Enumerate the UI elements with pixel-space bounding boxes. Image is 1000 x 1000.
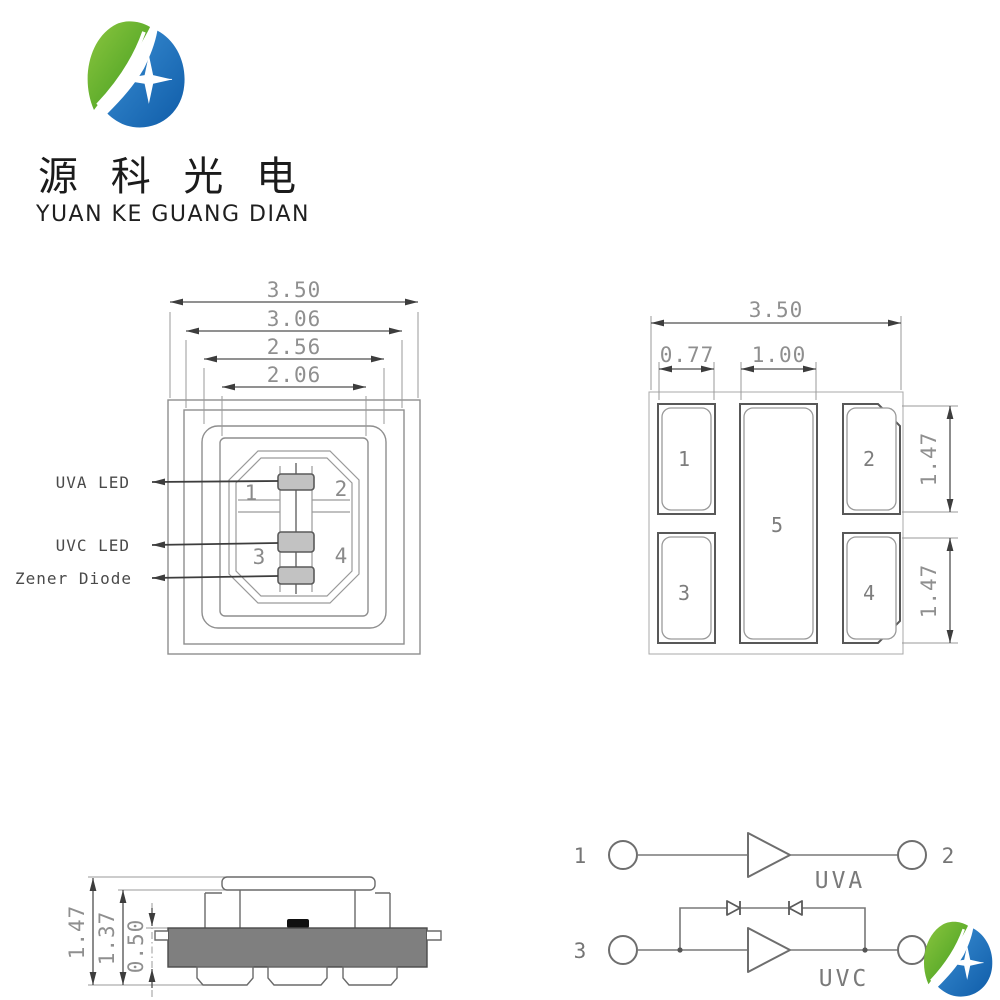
pin-2-terminal — [897, 840, 927, 870]
dim-label: 3.06 — [267, 307, 322, 331]
pad-layout-drawing: 1 3 5 2 4 3.50 0.77 1.0 — [648, 298, 958, 655]
pad-3-number: 3 — [678, 581, 690, 605]
dim-pad2-1p47: 1.47 — [902, 405, 958, 513]
top-view-drawing: 3.50 3.06 2.56 2.06 — [15, 278, 421, 655]
uvc-led-die — [277, 531, 315, 553]
callout-label-uva: UVA LED — [56, 473, 130, 492]
side-view-drawing: 1.47 1.37 0.50 — [65, 876, 442, 998]
zener-bypass-wire — [679, 907, 866, 950]
dim-pad-1p00: 1.00 — [740, 343, 817, 400]
pad-4-number: 4 — [863, 581, 875, 605]
dim-label: 1.47 — [917, 564, 941, 619]
pin-2-label: 2 — [942, 844, 955, 868]
dim-pad-3p50: 3.50 — [650, 298, 902, 390]
cavity-outline-2p06 — [219, 437, 369, 617]
cavity-octagon-inner — [235, 457, 353, 597]
zone-number-1: 1 — [245, 481, 258, 505]
callout-uvc-led: UVC LED — [56, 536, 279, 555]
dim-label: 3.50 — [267, 278, 322, 302]
dim-pad4-1p47: 1.47 — [902, 537, 958, 644]
dim-top-3p50: 3.50 — [169, 278, 419, 398]
dim-top-2p56: 2.56 — [203, 335, 385, 424]
dim-label: 0.77 — [660, 343, 715, 367]
junction-dot — [677, 947, 683, 953]
uva-led-die — [277, 473, 315, 491]
zener-diode-symbol-right — [726, 900, 741, 916]
brand-name-cn: 源 科 光 电 — [38, 154, 306, 200]
cavity-octagon-outer — [228, 450, 360, 604]
junction-dot — [862, 947, 868, 953]
glass-lid — [221, 876, 376, 891]
dim-top-2p06: 2.06 — [221, 363, 367, 436]
dim-label: 3.50 — [749, 298, 804, 322]
pin-4-terminal — [897, 935, 927, 965]
circuit-diagram: 1 2 UVA 3 — [574, 832, 955, 992]
package-outline-3p06 — [183, 409, 405, 645]
watermark-logo-icon — [922, 920, 994, 998]
circuit-uva-branch: 1 2 UVA — [574, 832, 955, 894]
solder-foot-right — [342, 966, 398, 986]
dim-pad-0p77: 0.77 — [658, 343, 715, 400]
brand-name-en: YUAN KE GUANG DIAN — [35, 202, 310, 227]
pad-1-number: 1 — [678, 447, 690, 471]
zone-number-3: 3 — [253, 545, 266, 569]
pad-5-number: 5 — [771, 513, 783, 537]
callout-label-uvc: UVC LED — [56, 536, 130, 555]
circuit-uvc-branch: 3 UVC — [574, 900, 927, 992]
zone-number-2: 2 — [335, 477, 348, 501]
solder-foot-center — [267, 966, 328, 986]
footprint-outline — [648, 391, 904, 655]
dim-side-1p47: 1.47 — [65, 878, 97, 985]
brand-block: 源 科 光 电 YUAN KE GUANG DIAN — [35, 19, 310, 227]
pin-1-label: 1 — [574, 844, 587, 868]
solder-foot-left — [196, 966, 254, 986]
dim-label: 2.06 — [267, 363, 322, 387]
dim-top-3p06: 3.06 — [185, 307, 403, 408]
dim-side-1p37: 1.37 — [95, 890, 127, 985]
ceramic-substrate — [167, 927, 428, 968]
uvc-diode-symbol — [747, 927, 791, 973]
company-logo-icon — [85, 19, 187, 130]
uvc-branch-label: UVC — [819, 966, 870, 992]
die-chip — [287, 919, 309, 928]
reflector-walls — [204, 890, 391, 928]
dim-label: 1.47 — [65, 905, 89, 960]
callout-zener-diode: Zener Diode — [15, 569, 279, 588]
callout-uva-led: UVA LED — [56, 473, 279, 492]
package-outline-3p50 — [167, 399, 421, 655]
pad-2-number: 2 — [863, 447, 875, 471]
substrate-side-steps — [154, 930, 442, 941]
pin-1-terminal — [608, 840, 638, 870]
dim-side-0p50: 0.50 — [124, 903, 156, 998]
dim-label: 1.37 — [95, 911, 119, 966]
pin-3-label: 3 — [574, 939, 587, 963]
zener-diode-die — [277, 566, 315, 585]
dim-label: 0.50 — [124, 919, 148, 974]
uva-branch-label: UVA — [815, 868, 866, 894]
pin-3-terminal — [608, 935, 638, 965]
uva-diode-symbol — [747, 832, 791, 878]
cavity-outline-2p56 — [201, 425, 387, 629]
zone-number-4: 4 — [335, 544, 348, 568]
dim-label: 2.56 — [267, 335, 322, 359]
dim-label: 1.00 — [752, 343, 807, 367]
callout-label-zener: Zener Diode — [15, 569, 132, 588]
dim-label: 1.47 — [917, 432, 941, 487]
zener-diode-symbol-left — [788, 900, 803, 916]
